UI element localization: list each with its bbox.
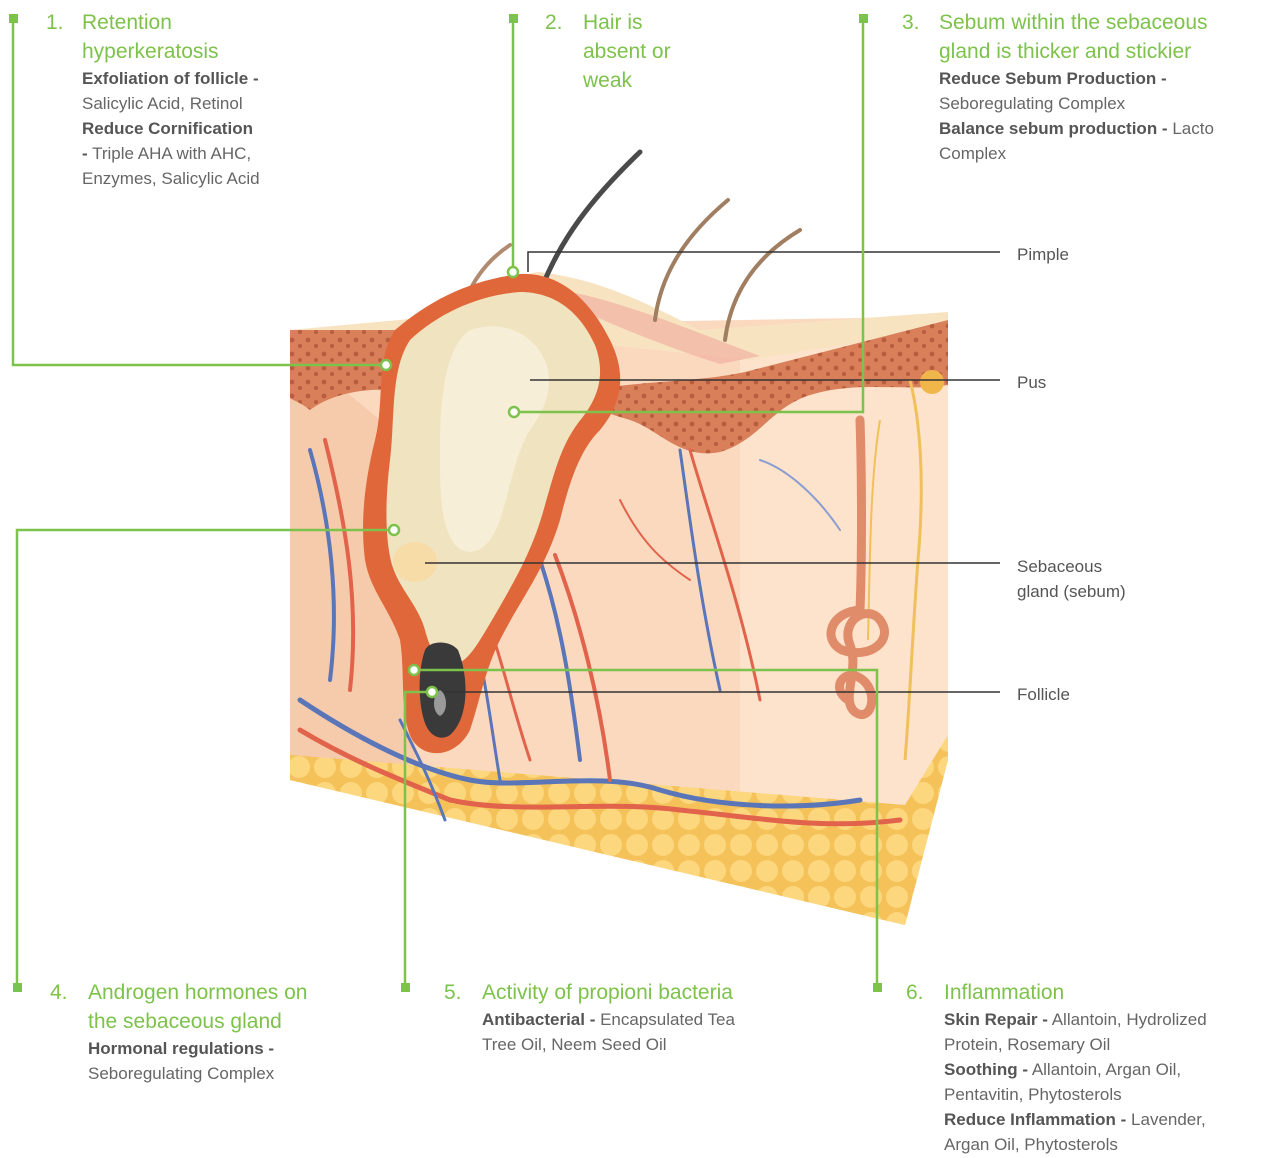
- treatment-line: Exfoliation of follicle -: [82, 66, 260, 91]
- callout-retention-hyperkeratosis: 1. Retention hyperkeratosis Exfoliation …: [46, 8, 260, 191]
- treatment-line: Hormonal regulations -: [88, 1036, 308, 1061]
- callout-title-line: Inflammation: [944, 978, 1207, 1007]
- callout-number: 5.: [444, 978, 462, 1007]
- treatment-line: Enzymes, Salicylic Acid: [82, 166, 260, 191]
- square-marker-5: [401, 983, 410, 992]
- callout-sebum-thicker: 3. Sebum within the sebaceous gland is t…: [902, 8, 1214, 166]
- callout-title-line: Androgen hormones on: [88, 978, 308, 1007]
- callout-androgen-hormones: 4. Androgen hormones on the sebaceous gl…: [50, 978, 308, 1086]
- callout-number: 3.: [902, 8, 920, 37]
- callout-propioni-bacteria: 5. Activity of propioni bacteria Antibac…: [444, 978, 735, 1057]
- treatment-line: Antibacterial - Encapsulated Tea: [482, 1007, 735, 1032]
- label-sebaceous-gland: Sebaceous gland (sebum): [1017, 554, 1126, 604]
- square-marker-2: [509, 14, 518, 23]
- treatment-line: Seboregulating Complex: [939, 91, 1214, 116]
- marker-1: [381, 360, 391, 370]
- treatment-line: Protein, Rosemary Oil: [944, 1032, 1207, 1057]
- marker-4: [389, 525, 399, 535]
- label-line: gland (sebum): [1017, 579, 1126, 604]
- label-pus: Pus: [1017, 370, 1046, 395]
- label-line: Sebaceous: [1017, 554, 1126, 579]
- treatment-line: Reduce Cornification: [82, 116, 260, 141]
- square-marker-1: [9, 14, 18, 23]
- callout-title-line: hyperkeratosis: [82, 37, 260, 66]
- marker-6: [409, 665, 419, 675]
- marker-3: [509, 407, 519, 417]
- callout-title-line: Sebum within the sebaceous: [939, 8, 1214, 37]
- treatment-line: - Triple AHA with AHC,: [82, 141, 260, 166]
- callout-number: 6.: [906, 978, 924, 1007]
- treatment-line: Balance sebum production - Lacto: [939, 116, 1214, 141]
- callout-title-line: gland is thicker and stickier: [939, 37, 1214, 66]
- callout-title-line: absent or: [583, 37, 671, 66]
- treatment-line: Pentavitin, Phytosterols: [944, 1082, 1207, 1107]
- square-marker-4: [13, 983, 22, 992]
- callout-number: 2.: [545, 8, 563, 37]
- label-follicle: Follicle: [1017, 682, 1070, 707]
- callout-title-line: Hair is: [583, 8, 671, 37]
- treatment-line: Complex: [939, 141, 1214, 166]
- square-marker-3: [859, 14, 868, 23]
- treatment-line: Argan Oil, Phytosterols: [944, 1132, 1207, 1157]
- callout-number: 4.: [50, 978, 68, 1007]
- callout-title-line: weak: [583, 66, 671, 95]
- treatment-line: Reduce Sebum Production -: [939, 66, 1214, 91]
- callout-title-line: Retention: [82, 8, 260, 37]
- callout-inflammation: 6. Inflammation Skin Repair - Allantoin,…: [906, 978, 1207, 1157]
- marker-5: [427, 687, 437, 697]
- callout-title-line: Activity of propioni bacteria: [482, 978, 735, 1007]
- callout-title-line: the sebaceous gland: [88, 1007, 308, 1036]
- callout-number: 1.: [46, 8, 64, 37]
- treatment-line: Salicylic Acid, Retinol: [82, 91, 260, 116]
- treatment-line: Soothing - Allantoin, Argan Oil,: [944, 1057, 1207, 1082]
- treatment-line: Tree Oil, Neem Seed Oil: [482, 1032, 735, 1057]
- treatment-line: Reduce Inflammation - Lavender,: [944, 1107, 1207, 1132]
- treatment-line: Skin Repair - Allantoin, Hydrolized: [944, 1007, 1207, 1032]
- treatment-line: Seboregulating Complex: [88, 1061, 308, 1086]
- marker-2: [508, 267, 518, 277]
- square-marker-6: [873, 983, 882, 992]
- label-pimple: Pimple: [1017, 242, 1069, 267]
- callout-hair-absent: 2. Hair is absent or weak: [545, 8, 671, 95]
